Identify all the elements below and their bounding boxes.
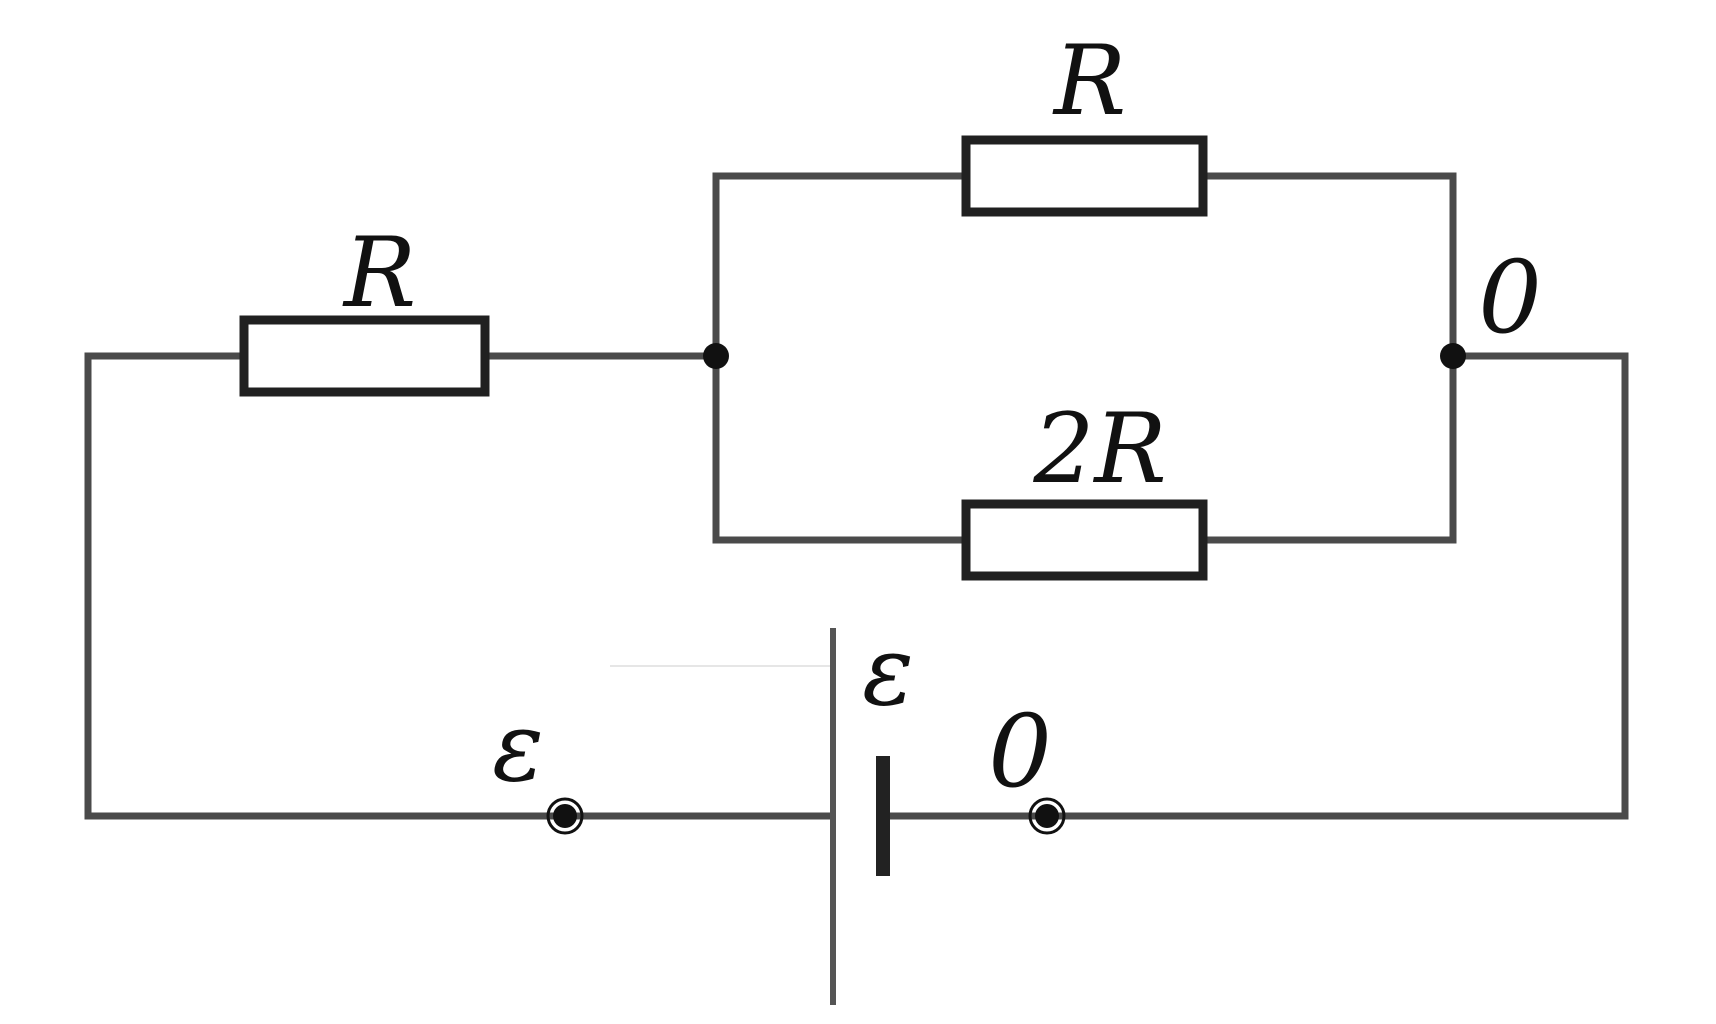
wire-left-loop bbox=[84, 352, 569, 820]
resistor-left bbox=[239, 315, 490, 397]
wire-top-branch-left bbox=[712, 172, 966, 360]
label-terminal-right: 0 bbox=[988, 693, 1052, 810]
terminal-left-dot bbox=[553, 804, 577, 828]
terminal-right-ring bbox=[1028, 797, 1066, 835]
wire-top-branch-right bbox=[1199, 172, 1457, 360]
junction-node-left bbox=[703, 343, 729, 369]
terminal-left[interactable] bbox=[546, 797, 584, 835]
label-battery: ε bbox=[862, 615, 914, 727]
label-bottom-resistor: 2R bbox=[1032, 393, 1166, 505]
label-left-resistor: R bbox=[342, 217, 416, 329]
label-node-right: 0 bbox=[1478, 239, 1542, 356]
terminal-right[interactable] bbox=[1028, 797, 1066, 835]
wires bbox=[84, 172, 1629, 820]
wire-right-loop bbox=[1041, 352, 1629, 820]
battery bbox=[610, 628, 890, 1005]
resistor-top bbox=[961, 135, 1208, 217]
wire-bottom-branch-left bbox=[712, 352, 966, 544]
terminal-left-ring bbox=[546, 797, 584, 835]
wire-bottom-branch-right bbox=[1199, 352, 1457, 544]
label-top-resistor: R bbox=[1052, 25, 1126, 137]
junction-node-right bbox=[1440, 343, 1466, 369]
terminal-right-dot bbox=[1035, 804, 1059, 828]
label-terminal-left: ε bbox=[492, 691, 544, 803]
resistor-bottom bbox=[961, 499, 1208, 581]
